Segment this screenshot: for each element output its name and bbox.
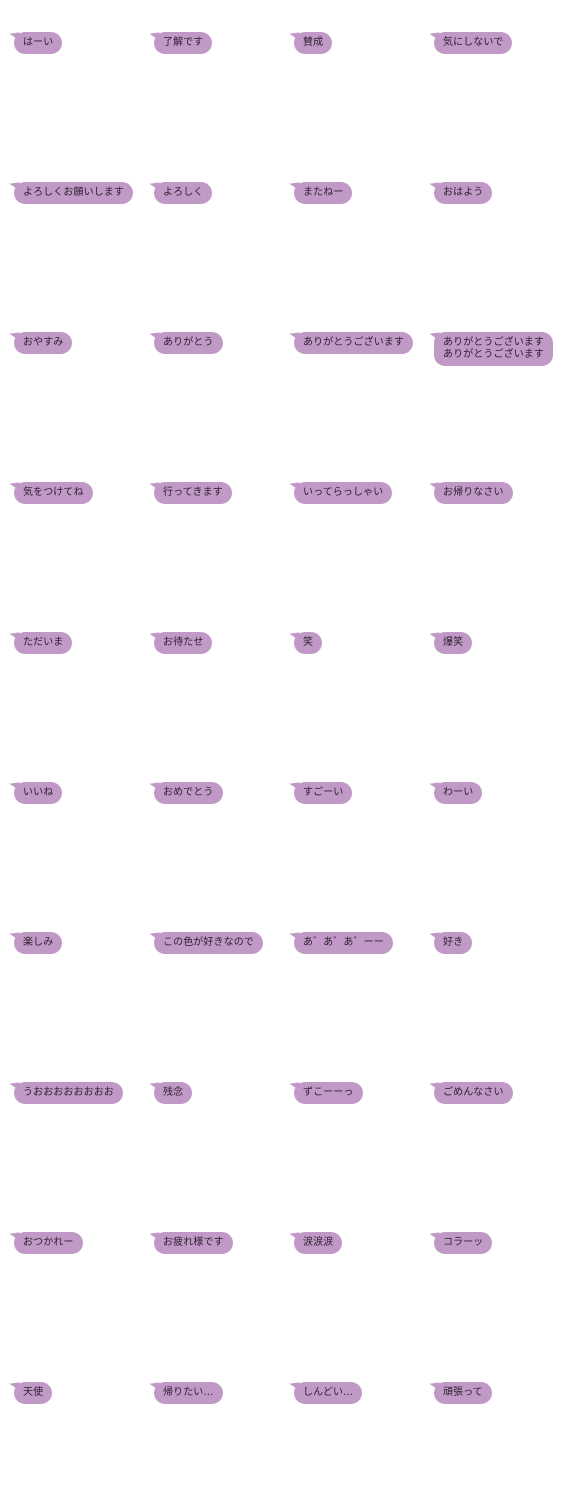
sticker-cell[interactable]: おつかれー [0,1200,140,1350]
sticker-cell[interactable]: 頑張って [420,1350,560,1500]
speech-bubble: 楽しみ [14,932,63,954]
speech-bubble: 爆笑 [434,632,473,654]
speech-bubble: 頑張って [434,1382,492,1404]
sticker-cell[interactable]: 気をつけてね [0,450,140,600]
speech-bubble: 了解です [154,32,213,54]
sticker-cell[interactable]: おめでとう [140,750,280,900]
sticker-cell[interactable]: 涙涙涙 [280,1200,420,1350]
speech-bubble: 残念 [154,1082,193,1104]
speech-bubble: ずこーーっ [294,1082,363,1104]
speech-bubble: わーい [434,782,483,804]
speech-bubble: 帰りたい… [154,1382,223,1404]
speech-bubble: お疲れ様です [154,1232,233,1254]
speech-bubble: ありがとうございます ありがとうございます [434,332,553,366]
speech-bubble: お待たせ [154,632,213,654]
speech-bubble: 好き [434,932,473,954]
sticker-cell[interactable]: ごめんなさい [420,1050,560,1200]
sticker-cell[interactable]: いいね [0,750,140,900]
sticker-cell[interactable]: 帰りたい… [140,1350,280,1500]
sticker-cell[interactable]: 爆笑 [420,600,560,750]
sticker-cell[interactable]: この色が好きなので [140,900,280,1050]
speech-bubble: お帰りなさい [434,482,513,504]
sticker-cell[interactable]: わーい [420,750,560,900]
speech-bubble: 気をつけてね [14,482,93,504]
speech-bubble: よろしく [154,182,213,204]
speech-bubble: 気にしないで [434,32,513,54]
speech-bubble: おつかれー [14,1232,83,1254]
sticker-cell[interactable]: 了解です [140,0,280,150]
sticker-cell[interactable]: しんどい… [280,1350,420,1500]
speech-bubble: ありがとうございます [294,332,413,354]
speech-bubble: 賛成 [294,32,333,54]
speech-bubble: いいね [14,782,63,804]
speech-bubble: おめでとう [154,782,223,804]
speech-bubble: しんどい… [294,1382,363,1404]
sticker-cell[interactable]: 賛成 [280,0,420,150]
speech-bubble: 笑 [294,632,323,654]
speech-bubble: この色が好きなので [154,932,263,954]
sticker-cell[interactable]: お待たせ [140,600,280,750]
sticker-cell[interactable]: 好き [420,900,560,1050]
sticker-cell[interactable]: うおおおおおおおお [0,1050,140,1200]
sticker-cell[interactable]: いってらっしゃい [280,450,420,600]
sticker-cell[interactable]: ありがとうございます [280,300,420,450]
sticker-cell[interactable]: ありがとう [140,300,280,450]
speech-bubble: ありがとう [154,332,223,354]
speech-bubble: 天使 [14,1382,53,1404]
sticker-cell[interactable]: コラーッ [420,1200,560,1350]
speech-bubble: 行ってきます [154,482,232,504]
sticker-cell[interactable]: おやすみ [0,300,140,450]
sticker-cell[interactable]: ただいま [0,600,140,750]
speech-bubble: うおおおおおおおお [14,1082,123,1104]
speech-bubble: コラーッ [434,1232,493,1254]
sticker-cell[interactable]: 行ってきます [140,450,280,600]
speech-bubble: いってらっしゃい [294,482,393,504]
speech-bubble: ただいま [14,632,73,654]
sticker-cell[interactable]: おはよう [420,150,560,300]
sticker-cell[interactable]: すごーい [280,750,420,900]
sticker-cell[interactable]: ずこーーっ [280,1050,420,1200]
sticker-cell[interactable]: よろしく [140,150,280,300]
sticker-cell[interactable]: よろしくお願いします [0,150,140,300]
speech-bubble: すごーい [294,782,353,804]
speech-bubble: はーい [14,32,63,54]
sticker-cell[interactable]: あ゛あ゛あ゛ーー [280,900,420,1050]
sticker-cell[interactable]: 笑 [280,600,420,750]
speech-bubble: よろしくお願いします [14,182,133,204]
speech-bubble: あ゛あ゛あ゛ーー [294,932,393,954]
speech-bubble: 涙涙涙 [294,1232,343,1254]
sticker-cell[interactable]: またねー [280,150,420,300]
speech-bubble: おやすみ [14,332,73,354]
sticker-cell[interactable]: ありがとうございます ありがとうございます [420,300,560,450]
speech-bubble: またねー [294,182,353,204]
sticker-cell[interactable]: 天使 [0,1350,140,1500]
sticker-cell[interactable]: 残念 [140,1050,280,1200]
sticker-cell[interactable]: お帰りなさい [420,450,560,600]
sticker-cell[interactable]: お疲れ様です [140,1200,280,1350]
sticker-cell[interactable]: 楽しみ [0,900,140,1050]
sticker-cell[interactable]: 気にしないで [420,0,560,150]
speech-bubble: ごめんなさい [434,1082,513,1104]
speech-bubble: おはよう [434,182,493,204]
sticker-cell[interactable]: はーい [0,0,140,150]
